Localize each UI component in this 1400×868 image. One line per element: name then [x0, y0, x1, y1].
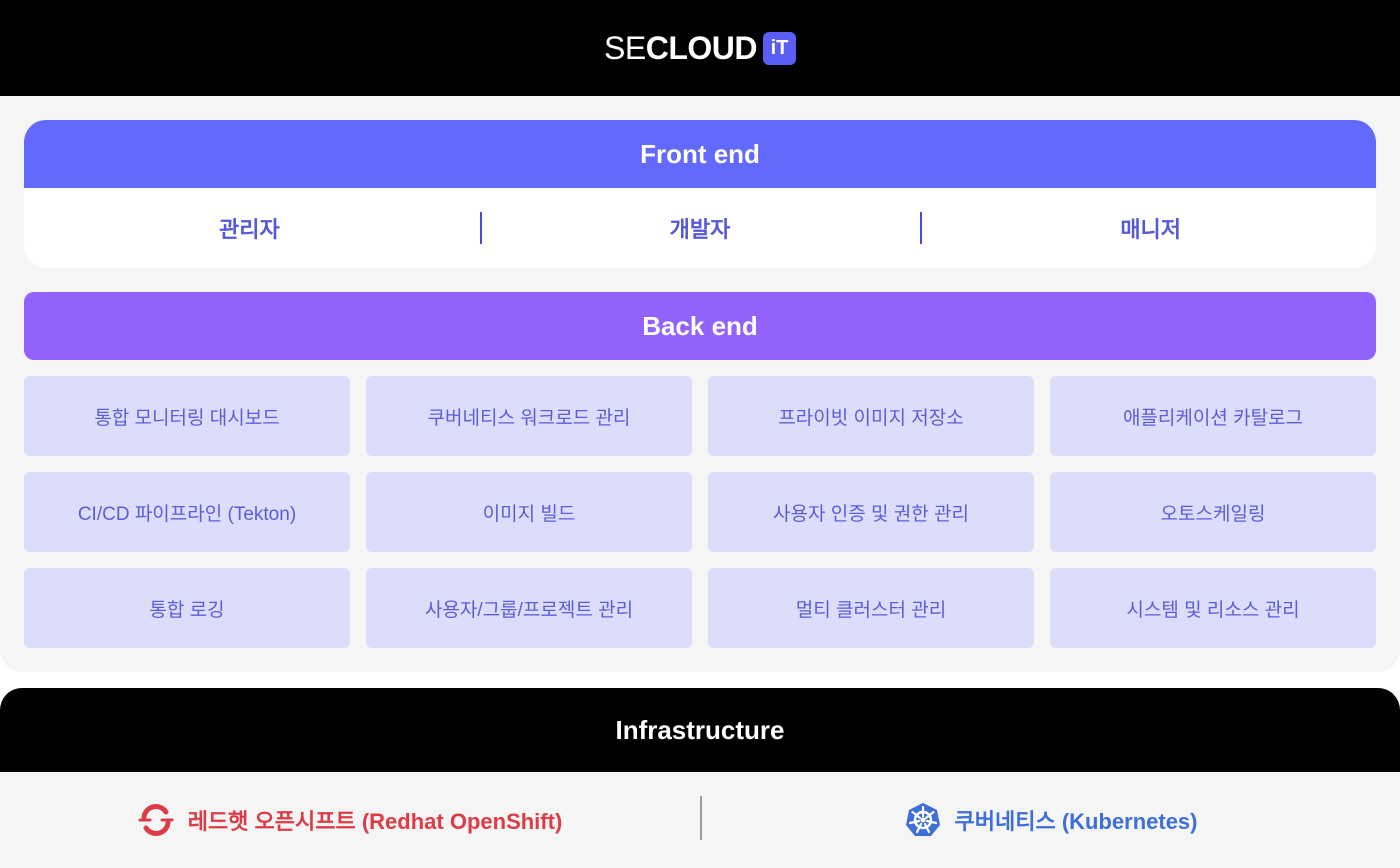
role-admin: 관리자: [218, 217, 280, 242]
openshift-item: 레드햇 오픈시프트 (Redhat OpenShift): [0, 772, 700, 868]
frontend-title: Front end: [24, 120, 1376, 188]
backend-tile: 애플리케이션 카탈로그: [1050, 376, 1376, 456]
openshift-label: 레드햇 오픈시프트 (Redhat OpenShift): [187, 809, 563, 834]
role-divider: [480, 212, 482, 244]
role-manager: 매니저: [1120, 217, 1182, 242]
secloud-logo: SE CLOUD iT: [604, 30, 796, 67]
backend-tile: 사용자 인증 및 권한 관리: [708, 472, 1034, 552]
infrastructure-items: 레드햇 오픈시프트 (Redhat OpenShift) 쿠버네티스 (Kube…: [0, 772, 1400, 868]
frontend-card: Front end 관리자 개발자 매니저: [24, 120, 1376, 268]
infrastructure-title: Infrastructure: [0, 688, 1400, 772]
backend-tile: 프라이빗 이미지 저장소: [708, 376, 1034, 456]
backend-tile: 통합 로깅: [24, 568, 350, 648]
role-developer: 개발자: [669, 217, 731, 242]
backend-tile: 멀티 클러스터 관리: [708, 568, 1034, 648]
backend-tile: 쿠버네티스 워크로드 관리: [366, 376, 692, 456]
role-divider: [920, 212, 922, 244]
backend-tile: 시스템 및 리소스 관리: [1050, 568, 1376, 648]
infrastructure-card: Infrastructure 레드햇 오픈시프트 (Redhat OpenShi…: [0, 688, 1400, 868]
kubernetes-icon: [905, 803, 940, 836]
logo-se-text: SE: [604, 29, 646, 66]
logo-it-badge: iT: [762, 31, 796, 65]
backend-tile: 통합 모니터링 대시보드: [24, 376, 350, 456]
kubernetes-label: 쿠버네티스 (Kubernetes): [954, 809, 1198, 834]
backend-tile: CI/CD 파이프라인 (Tekton): [24, 472, 350, 552]
backend-title: Back end: [24, 292, 1376, 360]
logo-cloud-text: CLOUD: [645, 29, 758, 66]
header-bar: SE CLOUD iT: [0, 0, 1400, 96]
backend-tile: 사용자/그룹/프로젝트 관리: [366, 568, 692, 648]
backend-tile: 이미지 빌드: [366, 472, 692, 552]
backend-tile: 오토스케일링: [1050, 472, 1376, 552]
frontend-roles: 관리자 개발자 매니저: [24, 188, 1376, 268]
infrastructure-divider: [700, 796, 702, 840]
openshift-icon: [138, 804, 174, 836]
kubernetes-item: 쿠버네티스 (Kubernetes): [702, 772, 1400, 868]
